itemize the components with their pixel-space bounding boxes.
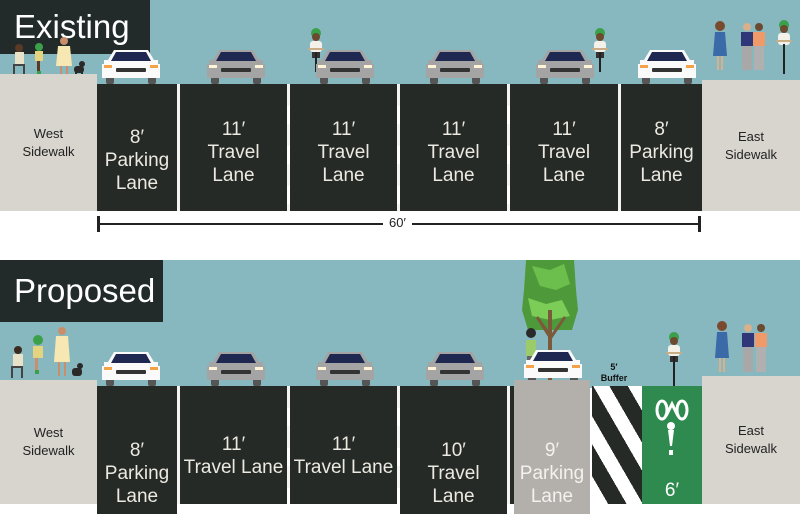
parked-car-icon bbox=[102, 352, 160, 386]
child-scooter-icon bbox=[32, 42, 46, 74]
lane-line-solid bbox=[177, 386, 180, 504]
car-icon bbox=[207, 352, 265, 386]
lane-line-dashed bbox=[287, 84, 290, 211]
proposed-travel-lane-2: 11′Travel Lane bbox=[290, 386, 397, 504]
parked-car-icon bbox=[638, 50, 696, 84]
wheelchair-user-icon bbox=[12, 42, 26, 74]
car-icon bbox=[426, 50, 484, 84]
cyclist-icon bbox=[666, 332, 682, 386]
car-icon bbox=[426, 352, 484, 386]
car-icon bbox=[316, 352, 374, 386]
lane-line-dashed bbox=[397, 386, 400, 504]
lane-line-solid bbox=[618, 84, 621, 211]
lane-line-solid bbox=[177, 84, 180, 211]
parked-car-icon bbox=[102, 50, 160, 84]
bike-lane-width: 6′ bbox=[664, 480, 680, 501]
pedestrians-group-icon bbox=[712, 320, 800, 380]
pedestrian-with-dog-icon bbox=[52, 36, 86, 78]
existing-title-text: Existing bbox=[14, 8, 130, 45]
car-icon bbox=[316, 50, 374, 84]
lane-line-dashed bbox=[287, 386, 290, 504]
cyclist-icon bbox=[592, 28, 608, 72]
proposed-title: Proposed bbox=[0, 260, 163, 322]
lane-line-dashed bbox=[507, 84, 510, 211]
parked-car-icon bbox=[524, 350, 582, 384]
proposed-section: Proposed 5′ Buffer bbox=[0, 260, 800, 514]
bicycle-symbol-icon bbox=[655, 399, 689, 455]
existing-title: Existing bbox=[0, 0, 150, 54]
car-icon bbox=[536, 50, 594, 84]
pedestrians-west-icon bbox=[10, 326, 90, 380]
dimension-tick-right bbox=[698, 216, 701, 232]
lane-line-dashed bbox=[397, 84, 400, 211]
pedestrians-group-icon bbox=[712, 20, 800, 80]
bike-lane: 6′ bbox=[642, 386, 702, 504]
car-icon bbox=[207, 50, 265, 84]
buffer-label: 5′ Buffer bbox=[600, 362, 628, 383]
lane-line-solid bbox=[507, 386, 510, 504]
total-width-label: 60′ bbox=[383, 215, 412, 230]
proposed-travel-lane-1: 11′Travel Lane bbox=[180, 386, 287, 504]
proposed-title-text: Proposed bbox=[14, 272, 156, 309]
street-tree-icon bbox=[520, 260, 580, 382]
painted-buffer bbox=[592, 386, 642, 504]
road-edge-strip bbox=[510, 386, 514, 504]
